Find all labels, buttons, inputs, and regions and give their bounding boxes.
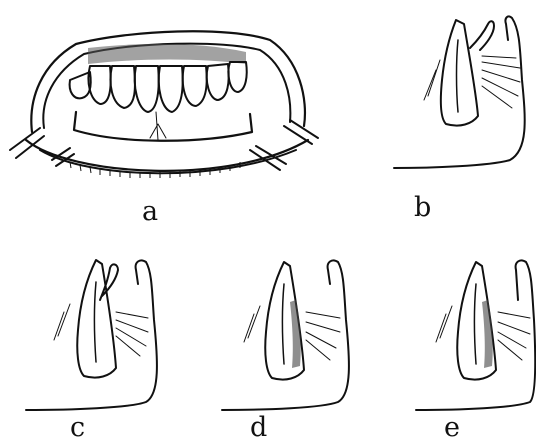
panel-label-c: c (70, 412, 85, 439)
panel-c-illustration: c (26, 260, 157, 439)
jaw-outline (394, 16, 525, 168)
panel-label-a: a (142, 196, 158, 227)
panel-label-e: e (444, 412, 460, 439)
midline-cut (150, 112, 166, 140)
tooth-3 (111, 66, 135, 108)
panel-e-illustration: e (416, 260, 535, 439)
panel-label-b: b (414, 192, 431, 223)
tooth-root-line (457, 40, 459, 112)
suture-thread (470, 21, 494, 50)
panel-a-illustration (10, 31, 318, 178)
panel-d-illustration: d (222, 260, 349, 439)
tissue-fibers (436, 306, 530, 360)
tooth-4 (135, 66, 159, 112)
tooth-6 (183, 66, 207, 106)
tooth-crown (441, 20, 478, 126)
tooth-root-line (475, 284, 477, 364)
graft-tissue (290, 300, 301, 368)
jaw-outline (416, 260, 535, 410)
tooth-8 (228, 62, 246, 92)
gingiva-band (88, 44, 246, 64)
graft-tissue (482, 300, 493, 368)
incision-line (74, 112, 252, 141)
tooth-2 (88, 66, 110, 104)
tooth-root-line (95, 282, 97, 362)
tooth-crown (77, 260, 116, 378)
tooth-5 (159, 66, 183, 112)
jaw-outline (222, 260, 349, 410)
panel-b-illustration: b (394, 16, 525, 223)
panel-label-d: d (250, 412, 267, 439)
tooth-root-line (283, 284, 285, 364)
tissue-fibers (54, 304, 148, 356)
tissue-fibers (424, 56, 520, 108)
retractor-hook-left (10, 128, 74, 166)
jaw-outline (26, 260, 157, 410)
tooth-7 (207, 64, 229, 100)
retractor-bottom-rail (26, 140, 308, 171)
lower-teeth (70, 62, 247, 112)
